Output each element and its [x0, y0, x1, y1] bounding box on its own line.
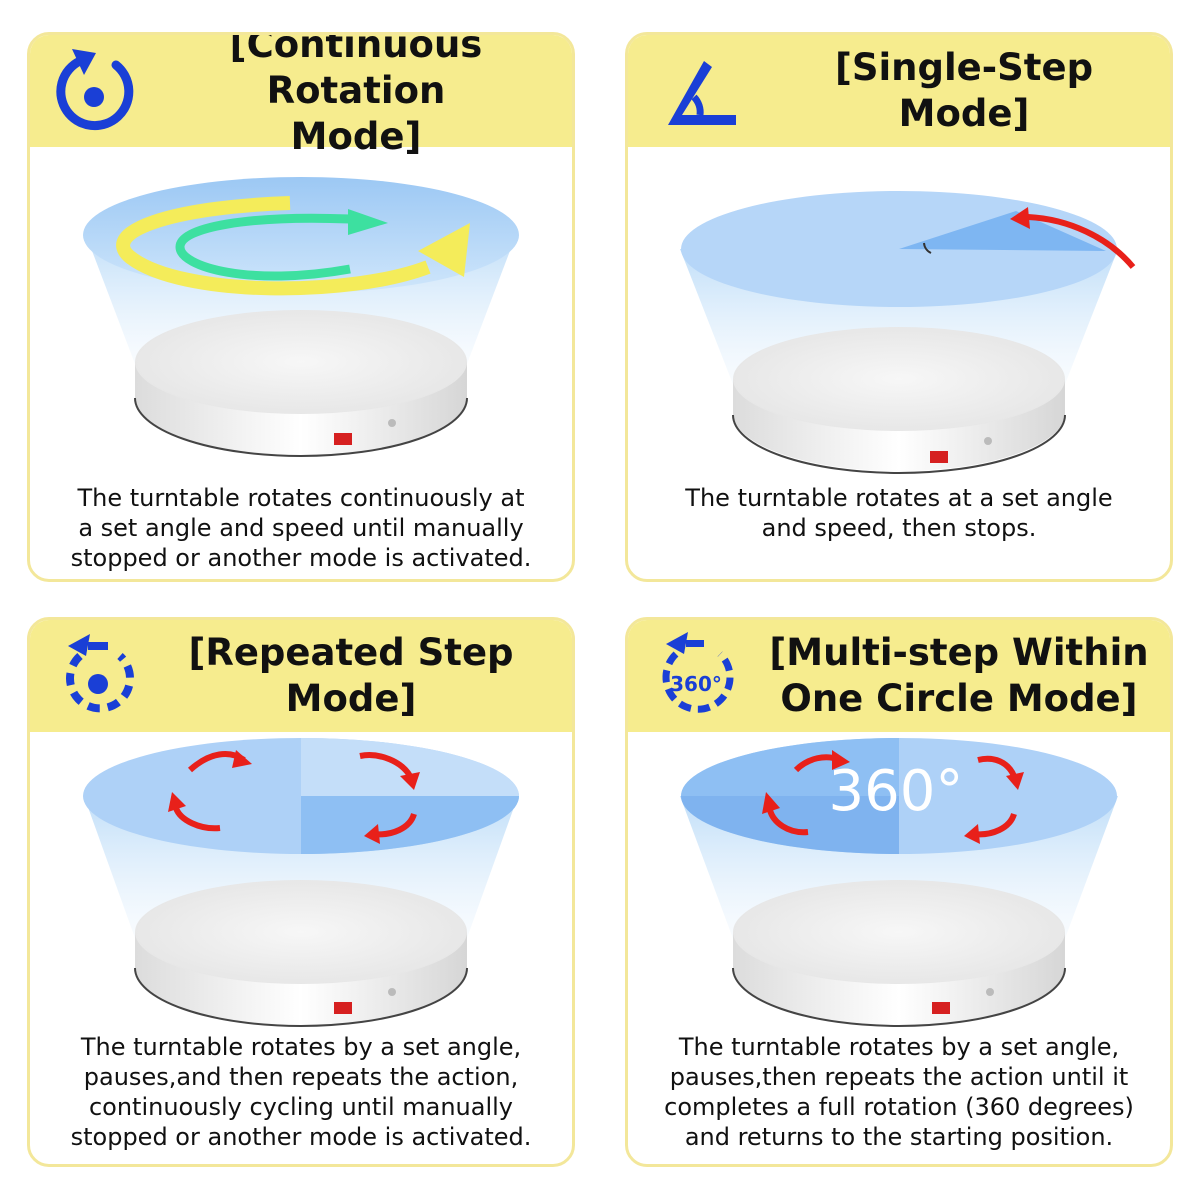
card-title: [Multi-step Within One Circle Mode]	[758, 620, 1160, 732]
icon-label: 360°	[670, 672, 722, 696]
continuous-rotation-card: [Continuous Rotation Mode] The turntable…	[27, 32, 575, 582]
desc-line: completes a full rotation (360 degrees)	[664, 1093, 1134, 1121]
card-title: [Repeated Step Mode]	[140, 620, 562, 732]
mode-description: The turntable rotates by a set angle, pa…	[638, 1032, 1160, 1152]
card-header: [Repeated Step Mode]	[30, 620, 572, 732]
turntable-illustration	[83, 738, 519, 1027]
desc-line: pauses,and then repeats the action,	[83, 1063, 519, 1091]
mode-description: The turntable rotates by a set angle, pa…	[40, 1032, 562, 1152]
title-line: [Repeated Step Mode]	[188, 631, 514, 720]
multi-step-card: 360° [Multi-step Within One Circle Mode]…	[625, 617, 1173, 1167]
desc-line: The turntable rotates at a set angle	[685, 484, 1113, 512]
title-line: [Single-Step Mode]	[834, 46, 1094, 135]
power-switch	[334, 433, 352, 445]
desc-line: and returns to the starting position.	[684, 1123, 1114, 1151]
mode-description: The turntable rotates at a set angle and…	[638, 483, 1160, 543]
turntable-illustration: 360°	[680, 738, 1118, 1027]
desc-line: stopped or another mode is activated.	[70, 1123, 532, 1151]
desc-line: The turntable rotates by a set angle,	[80, 1033, 522, 1061]
desc-line: pauses,then repeats the action until it	[669, 1063, 1129, 1091]
continuous-rotation-icon	[56, 49, 134, 131]
single-step-card: [Single-Step Mode] The turntable rotates…	[625, 32, 1173, 582]
desc-line: The turntable rotates continuously at	[77, 484, 525, 512]
turntable-illustration	[83, 177, 519, 457]
mode-description: The turntable rotates continuously at a …	[40, 483, 562, 573]
title-line: Mode]	[290, 115, 422, 158]
card-title: [Single-Step Mode]	[768, 35, 1160, 147]
desc-line: and speed, then stops.	[761, 514, 1037, 542]
circle-360-icon: 360°	[662, 632, 734, 713]
title-line: [Multi-step Within	[769, 631, 1149, 674]
repeat-step-icon	[66, 634, 134, 713]
title-line: One Circle Mode]	[780, 677, 1138, 720]
degree-label: 360°	[829, 759, 964, 824]
desc-line: continuously cycling until manually	[88, 1093, 514, 1121]
desc-line: a set angle and speed until manually	[78, 514, 524, 542]
repeated-step-card: [Repeated Step Mode] The turntable rotat…	[27, 617, 575, 1167]
title-line: [Continuous Rotation	[229, 32, 483, 112]
card-header: [Continuous Rotation Mode]	[30, 32, 572, 158]
card-title: [Continuous Rotation Mode]	[150, 32, 562, 158]
desc-line: The turntable rotates by a set angle,	[678, 1033, 1120, 1061]
desc-line: stopped or another mode is activated.	[70, 544, 532, 572]
card-header: [Single-Step Mode]	[628, 35, 1170, 147]
turntable-illustration	[680, 191, 1136, 474]
angle-icon	[668, 61, 736, 125]
card-header: 360° [Multi-step Within One Circle Mode]	[628, 620, 1170, 732]
